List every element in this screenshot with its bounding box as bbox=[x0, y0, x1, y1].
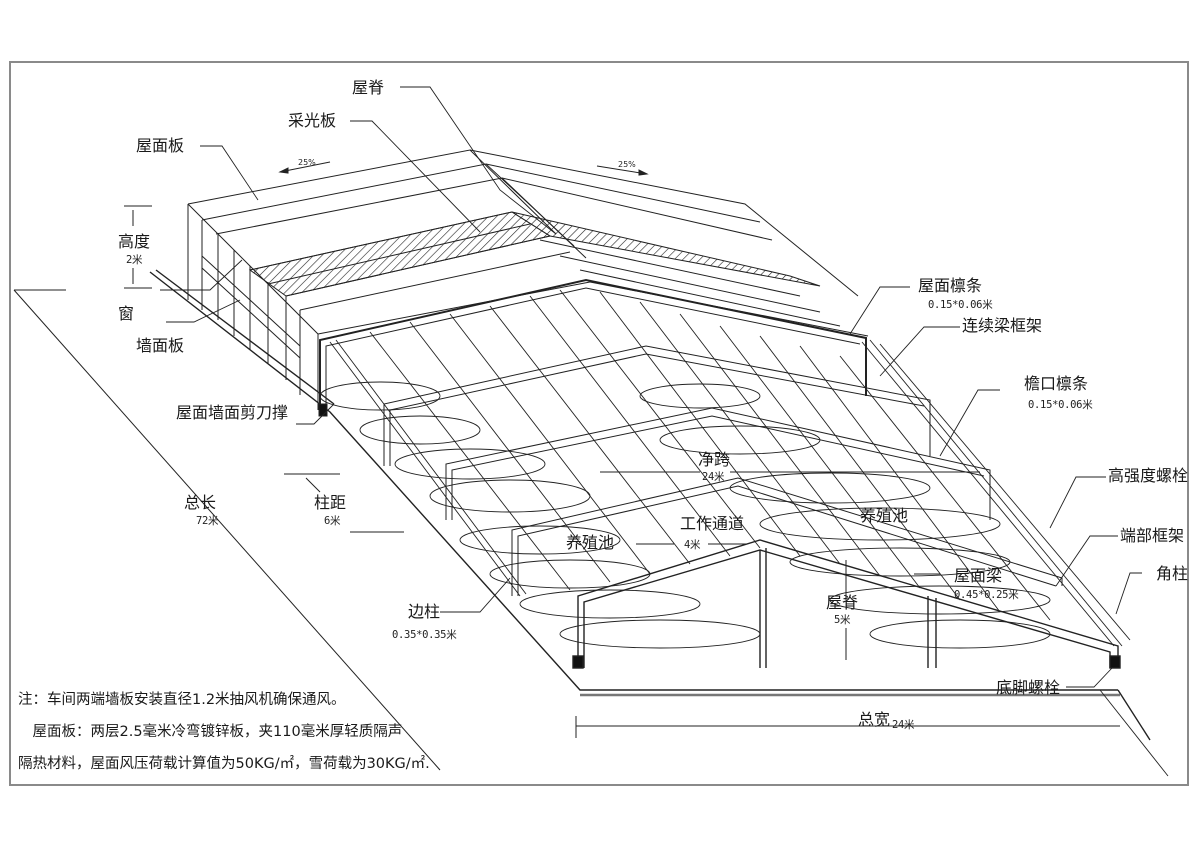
label-anchor-bolt: 底脚螺栓 bbox=[996, 678, 1061, 697]
label-roof-beam: 屋面梁 bbox=[954, 566, 1003, 585]
label-work-aisle: 工作通道 bbox=[680, 514, 745, 533]
label-total-width: 总宽 bbox=[858, 710, 891, 729]
ground-slab bbox=[149, 269, 1151, 741]
label-continuous-beam-frame: 连续梁框架 bbox=[962, 316, 1043, 335]
label-high-strength-bolt: 高强度螺栓 bbox=[1108, 466, 1189, 485]
drawing-border bbox=[9, 61, 1189, 786]
label-eave-purlin-value: 0.15*0.06米 bbox=[1028, 399, 1093, 411]
label-corner-column: 角柱 bbox=[1156, 564, 1189, 583]
label-height: 高度 bbox=[118, 232, 151, 251]
label-end-frame: 端部框架 bbox=[1120, 526, 1185, 545]
label-column-spacing-value: 6米 bbox=[324, 515, 341, 527]
total-length-dim-line bbox=[13, 289, 441, 771]
end-frame-near bbox=[572, 539, 1121, 669]
label-total-length: 总长 bbox=[184, 493, 217, 512]
label-roof-wall-scissor-brace: 屋面墙面剪刀撑 bbox=[176, 403, 289, 422]
label-roof-purlin: 屋面檩条 bbox=[918, 276, 983, 295]
label-total-width-value: 24米 bbox=[892, 719, 915, 731]
label-clear-span-value: 24米 bbox=[702, 471, 725, 483]
skylight-band-right bbox=[511, 211, 821, 287]
label-total-length-value: 72米 bbox=[196, 515, 219, 527]
note-line-2: 屋面板：两层2.5毫米冷弯镀锌板，夹110毫米厚轻质隔声 bbox=[18, 724, 403, 740]
label-window: 窗 bbox=[118, 304, 135, 323]
label-ridge-height-value: 5米 bbox=[834, 614, 851, 626]
label-slope-right: 25% bbox=[618, 160, 636, 169]
gable-wall bbox=[187, 204, 319, 410]
label-skylight-panel: 采光板 bbox=[288, 111, 337, 130]
note-line-1: 注：车间两端墙板安装直径1.2米抽风机确保通风。 bbox=[18, 692, 346, 708]
label-side-column-value: 0.35*0.35米 bbox=[392, 629, 457, 641]
breeding-pools bbox=[319, 381, 1051, 649]
label-roof-ridge: 屋脊 bbox=[352, 78, 385, 97]
label-slope-left: 25% bbox=[298, 158, 316, 167]
label-roof-beam-value: 0.45*0.25米 bbox=[954, 589, 1019, 601]
label-height-value: 2米 bbox=[126, 254, 143, 266]
purlins bbox=[329, 289, 1131, 647]
label-clear-span: 净跨 bbox=[698, 450, 731, 469]
label-side-column: 边柱 bbox=[408, 602, 441, 621]
label-ridge-height: 屋脊 bbox=[826, 593, 859, 612]
label-roof-panel: 屋面板 bbox=[136, 136, 185, 155]
label-work-aisle-value: 4米 bbox=[684, 539, 701, 551]
label-wall-panel: 墙面板 bbox=[136, 336, 185, 355]
note-line-3: 隔热材料，屋面风压荷载计算值为50KG/㎡，雪荷载为30KG/㎡. bbox=[18, 756, 430, 772]
label-roof-purlin-value: 0.15*0.06米 bbox=[928, 299, 993, 311]
label-column-spacing: 柱距 bbox=[314, 493, 347, 512]
label-breeding-pool-right: 养殖池 bbox=[860, 506, 909, 525]
label-eave-purlin: 檐口檩条 bbox=[1024, 374, 1089, 393]
roof-panels-right bbox=[469, 149, 869, 337]
label-breeding-pool-left: 养殖池 bbox=[566, 533, 615, 552]
leader-lines bbox=[160, 86, 1169, 777]
